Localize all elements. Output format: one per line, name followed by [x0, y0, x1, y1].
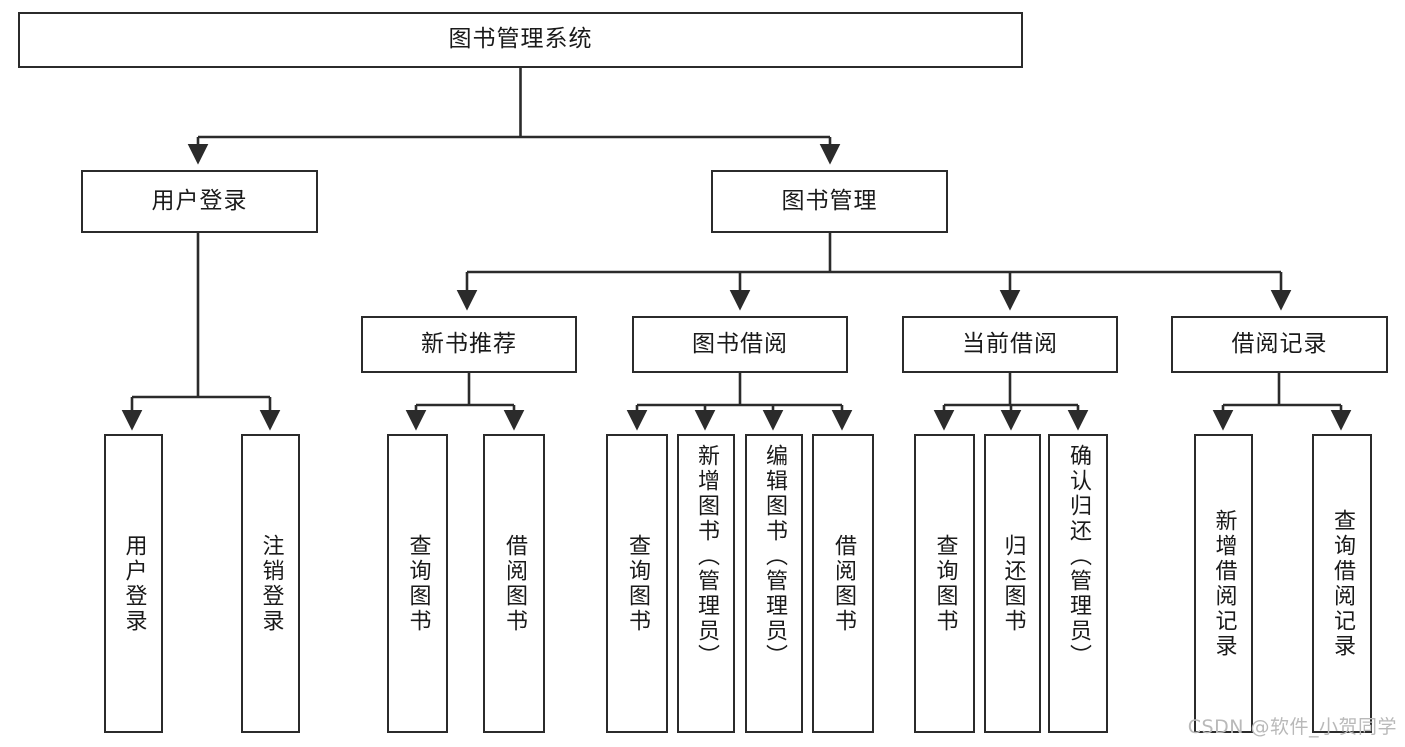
node-label: 新增借阅记录 [1211, 508, 1237, 659]
node-current-borrow[interactable]: 当前借阅 [902, 316, 1118, 373]
node-root-system[interactable]: 图书管理系统 [18, 12, 1023, 68]
node-label: 用户登录 [121, 533, 147, 634]
leaf-recommend-borrow-book[interactable]: 借阅图书 [483, 434, 545, 733]
leaf-record-add-record[interactable]: 新增借阅记录 [1194, 434, 1253, 733]
leaf-user-login-login[interactable]: 用户登录 [104, 434, 163, 733]
node-book-management[interactable]: 图书管理 [711, 170, 948, 233]
node-borrow-record[interactable]: 借阅记录 [1171, 316, 1388, 373]
leaf-borrow-borrow-book[interactable]: 借阅图书 [812, 434, 874, 733]
node-label: 编辑图书（管理员） [761, 444, 787, 669]
csdn-watermark: CSDN @软件_小贺同学 [1187, 716, 1397, 738]
node-label: 当前借阅 [962, 330, 1058, 357]
node-label: 用户登录 [151, 187, 248, 214]
node-label: 借阅图书 [501, 533, 527, 634]
leaf-current-return-book[interactable]: 归还图书 [984, 434, 1041, 733]
leaf-record-query-record[interactable]: 查询借阅记录 [1312, 434, 1372, 733]
leaf-current-query-book[interactable]: 查询图书 [914, 434, 975, 733]
node-label: 图书管理 [781, 187, 878, 214]
node-label: 图书管理系统 [448, 26, 593, 53]
node-book-borrow[interactable]: 图书借阅 [632, 316, 848, 373]
node-label: 查询图书 [932, 533, 958, 634]
node-label: 新增图书（管理员） [693, 444, 719, 669]
node-label: 借阅图书 [830, 533, 856, 634]
node-label: 查询借阅记录 [1329, 508, 1355, 659]
node-label: 查询图书 [624, 533, 650, 634]
leaf-borrow-edit-book-admin[interactable]: 编辑图书（管理员） [745, 434, 803, 733]
node-label: 确认归还（管理员） [1065, 444, 1091, 669]
leaf-current-confirm-return-admin[interactable]: 确认归还（管理员） [1048, 434, 1108, 733]
node-user-login[interactable]: 用户登录 [81, 170, 318, 233]
node-label: 新书推荐 [421, 330, 517, 357]
node-label: 图书借阅 [692, 330, 788, 357]
leaf-borrow-query-book[interactable]: 查询图书 [606, 434, 668, 733]
node-label: 归还图书 [1000, 533, 1026, 634]
leaf-borrow-add-book-admin[interactable]: 新增图书（管理员） [677, 434, 735, 733]
node-new-book-recommend[interactable]: 新书推荐 [361, 316, 577, 373]
node-label: 注销登录 [258, 533, 284, 634]
leaf-user-login-logout[interactable]: 注销登录 [241, 434, 300, 733]
leaf-recommend-query-book[interactable]: 查询图书 [387, 434, 448, 733]
node-label: 查询图书 [405, 533, 431, 634]
node-label: 借阅记录 [1231, 330, 1328, 357]
